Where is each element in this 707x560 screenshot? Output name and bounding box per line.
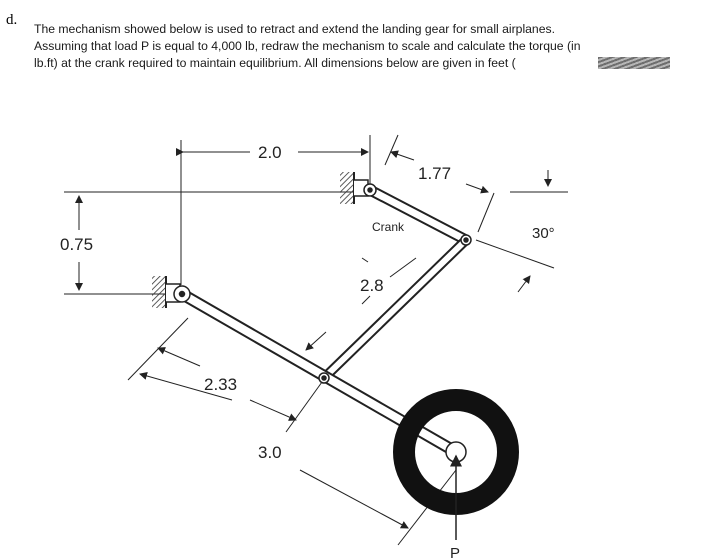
dim-top-horizontal: 2.0 [258, 143, 282, 162]
angle-label: 30° [532, 225, 555, 242]
load-label: P [450, 545, 460, 560]
problem-line-2: Assuming that load P is equal to 4,000 l… [34, 39, 581, 53]
dim-coupler: 2.8 [360, 276, 384, 295]
dim-lower-link: 2.33 [204, 375, 237, 394]
crank-label: Crank [372, 220, 405, 234]
coupler-link [319, 235, 471, 383]
crank-link [364, 184, 472, 246]
pin-joints [173, 183, 472, 384]
problem-line-3: lb.ft) at the crank required to maintain… [34, 56, 516, 70]
dim-vertical-offset: 0.75 [60, 235, 93, 254]
problem-marker: d. [6, 12, 18, 28]
dimension-lines [64, 134, 568, 546]
problem-line-1: The mechanism showed below is used to re… [34, 22, 555, 36]
dim-full-strut: 3.0 [258, 443, 282, 462]
dim-crank-length: 1.77 [418, 164, 451, 183]
scribble-redaction [598, 57, 670, 69]
